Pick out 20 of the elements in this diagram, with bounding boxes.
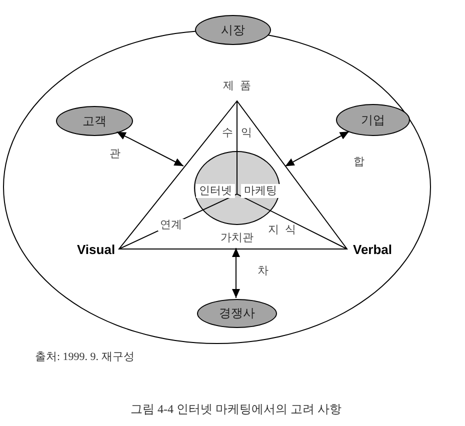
edge-label: 관 bbox=[110, 148, 121, 162]
vertex-label: Verbal bbox=[353, 242, 392, 258]
edge-label: 차 bbox=[258, 264, 268, 278]
spoke-label: 지식 bbox=[267, 224, 302, 236]
spoke-label: 연계 bbox=[158, 218, 184, 232]
double-arrow bbox=[232, 248, 240, 298]
ellipse-node: 고객 bbox=[56, 106, 133, 136]
inner-label: 가치관 bbox=[220, 232, 254, 244]
vertex-label: 제품 bbox=[222, 80, 257, 92]
ellipse-node: 시장 bbox=[195, 15, 271, 45]
ellipse-node: 기업 bbox=[336, 104, 410, 136]
source-note: 출처: 1999. 9. 재구성 bbox=[35, 350, 134, 364]
ellipse-node: 경쟁사 bbox=[197, 299, 277, 328]
figure-caption: 그림 4-4 인터넷 마케팅에서의 고려 사항 bbox=[130, 403, 342, 417]
edge-label: 합 bbox=[354, 156, 365, 169]
circle-label: 마케팅 bbox=[241, 184, 280, 198]
vertex-label: Visual bbox=[77, 242, 116, 258]
double-arrow bbox=[284, 131, 350, 167]
double-arrow bbox=[116, 131, 184, 166]
circle-label: 인터넷 bbox=[196, 184, 235, 198]
